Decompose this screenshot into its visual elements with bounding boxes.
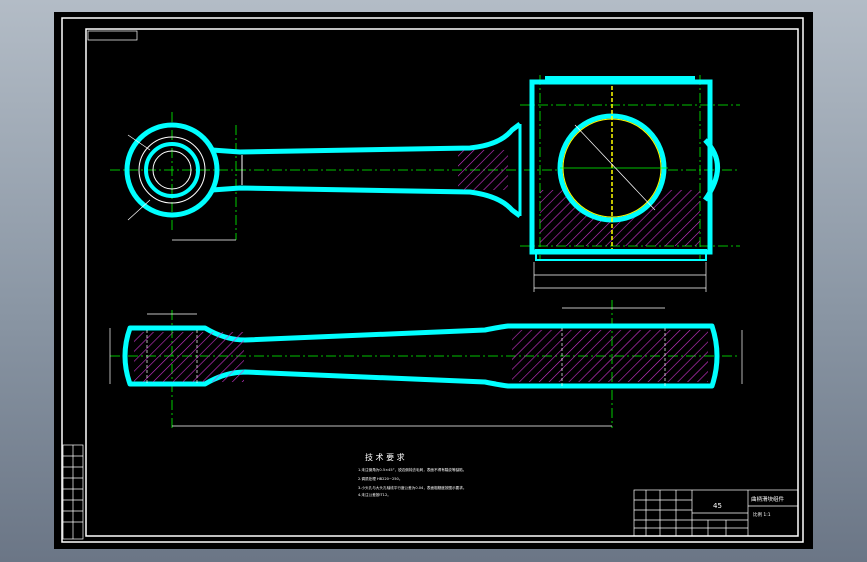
title-material: 45 [713, 502, 722, 510]
big-end [529, 76, 720, 261]
front-hatch-right [512, 330, 708, 382]
corner-tag-box [87, 30, 138, 41]
cad-drawing: 技 术 要 求 1.未注倒角为0.5×45°，锐边倒钝去毛刺，表面不得有裂纹等缺… [61, 17, 804, 543]
top-dimensions [127, 134, 707, 292]
small-end [124, 122, 220, 218]
front-dimensions [109, 307, 743, 427]
outer-border [61, 17, 804, 543]
front-view [122, 323, 720, 389]
title-block [633, 489, 799, 537]
inner-border [85, 28, 799, 537]
tech-req-line-3: 3.小头孔与大头孔轴线平行度公差为0.04，表面粗糙度按图示要求。 [358, 485, 466, 490]
front-hidden-lines [146, 328, 666, 386]
drawing-sheet: 技 术 要 求 1.未注倒角为0.5×45°，锐边倒钝去毛刺，表面不得有裂纹等缺… [54, 12, 813, 549]
tech-req-title: 技 术 要 求 [365, 452, 405, 462]
title-scale: 比例 1:1 [753, 511, 771, 518]
tech-req-line-4: 4.未注公差按IT12。 [358, 492, 391, 497]
rod-body [211, 122, 522, 218]
side-blocks [62, 444, 84, 540]
tech-req-line-2: 2.调质处理 HB220~250。 [358, 476, 402, 481]
front-hatch-left [134, 332, 244, 382]
title-name: 曲柄滑块组件 [751, 495, 785, 503]
rod-hatch-left [458, 150, 508, 190]
tech-req-line-1: 1.未注倒角为0.5×45°，锐边倒钝去毛刺，表面不得有裂纹等缺陷。 [358, 467, 466, 472]
